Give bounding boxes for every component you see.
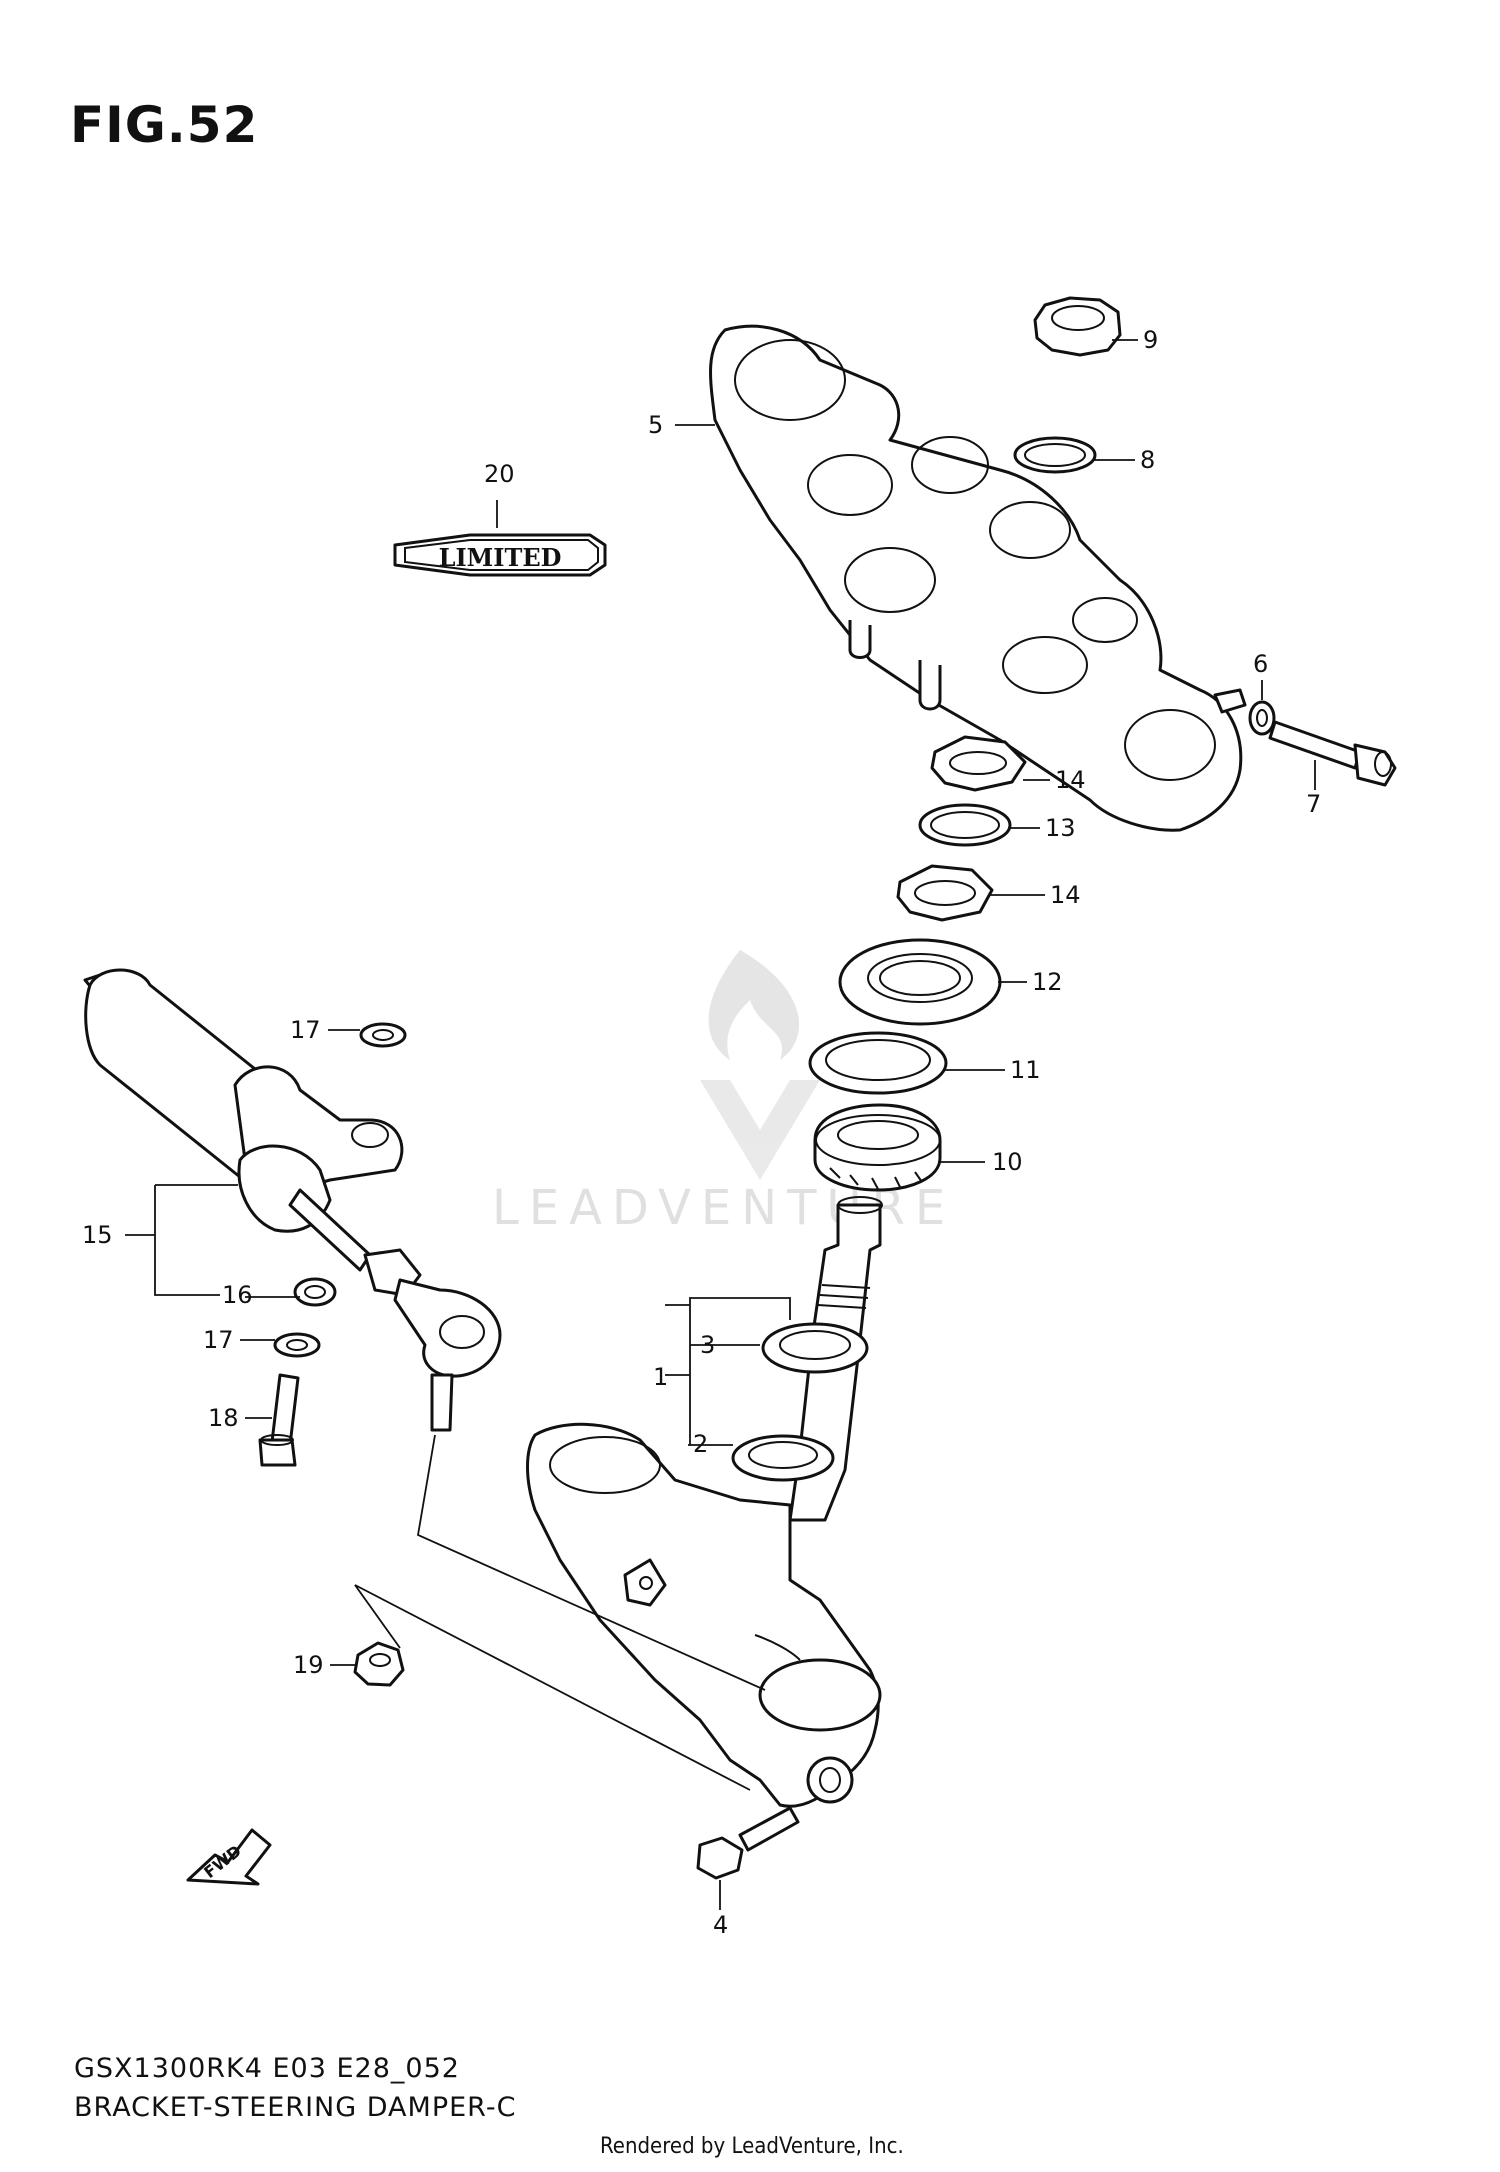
- stem-bearing-2: [731, 1434, 835, 1482]
- emblem-text: LIMITED: [439, 543, 562, 572]
- steering-bearing: [813, 1103, 942, 1192]
- callout-17-lower: 17: [203, 1326, 234, 1354]
- callout-15: 15: [82, 1221, 113, 1249]
- pinch-bolt-4: [696, 1806, 800, 1880]
- limited-emblem: LIMITED: [393, 533, 607, 577]
- callout-5: 5: [648, 411, 663, 439]
- callout-labels: 1 2 3 4 5 6 7 8 9 10 11 12 13 14 14 15 1…: [82, 326, 1321, 1939]
- damper-washer-17-upper: [359, 1022, 407, 1048]
- callout-17-upper: 17: [290, 1016, 321, 1044]
- callout-14-lower: 14: [1050, 881, 1081, 909]
- damper-collar-16: [293, 1277, 337, 1307]
- callout-3: 3: [700, 1331, 715, 1359]
- callout-12: 12: [1032, 968, 1063, 996]
- callout-20: 20: [484, 460, 515, 488]
- damper-nut-19: [353, 1641, 405, 1687]
- bearing-race-upper: [808, 1031, 948, 1095]
- damper-bolt-18: [258, 1373, 300, 1467]
- watermark-logo: [700, 950, 820, 1180]
- steering-damper: [83, 968, 502, 1432]
- callout-18: 18: [208, 1404, 239, 1432]
- callout-13: 13: [1045, 814, 1076, 842]
- clamp-bolt-7: [1268, 720, 1397, 787]
- washer-6: [1248, 700, 1276, 736]
- callout-19: 19: [293, 1651, 324, 1679]
- callout-10: 10: [992, 1148, 1023, 1176]
- model-code: GSX1300RK4 E03 E28_052: [74, 2053, 460, 2084]
- dust-seal: [838, 938, 1002, 1026]
- lock-washer: [918, 803, 1012, 847]
- rendered-by-credit: Rendered by LeadVenture, Inc.: [600, 2134, 904, 2159]
- stem-bearing-3: [761, 1322, 869, 1374]
- figure-title: FIG.52: [70, 96, 259, 154]
- callout-7: 7: [1306, 790, 1321, 818]
- callout-6: 6: [1253, 650, 1268, 678]
- damper-washer-17-lower: [273, 1332, 321, 1358]
- figure-description: BRACKET-STEERING DAMPER-C: [74, 2092, 517, 2123]
- steering-stem-lower-bracket: [526, 1196, 883, 1808]
- washer-8: [1013, 436, 1097, 474]
- leader-lines: [125, 339, 1316, 1910]
- callout-16: 16: [222, 1281, 253, 1309]
- lock-nut-upper: [930, 735, 1027, 792]
- callout-8: 8: [1140, 446, 1155, 474]
- callout-2: 2: [693, 1430, 708, 1458]
- upper-steering-bracket: [709, 324, 1247, 832]
- callout-14-upper: 14: [1055, 766, 1086, 794]
- lock-nut-lower: [896, 864, 994, 922]
- callout-11: 11: [1010, 1056, 1041, 1084]
- callout-9: 9: [1143, 326, 1158, 354]
- callout-1: 1: [653, 1363, 668, 1391]
- callout-4: 4: [713, 1911, 728, 1939]
- steering-stem-nut: [1033, 296, 1122, 357]
- forward-arrow: FWD: [186, 1828, 272, 1886]
